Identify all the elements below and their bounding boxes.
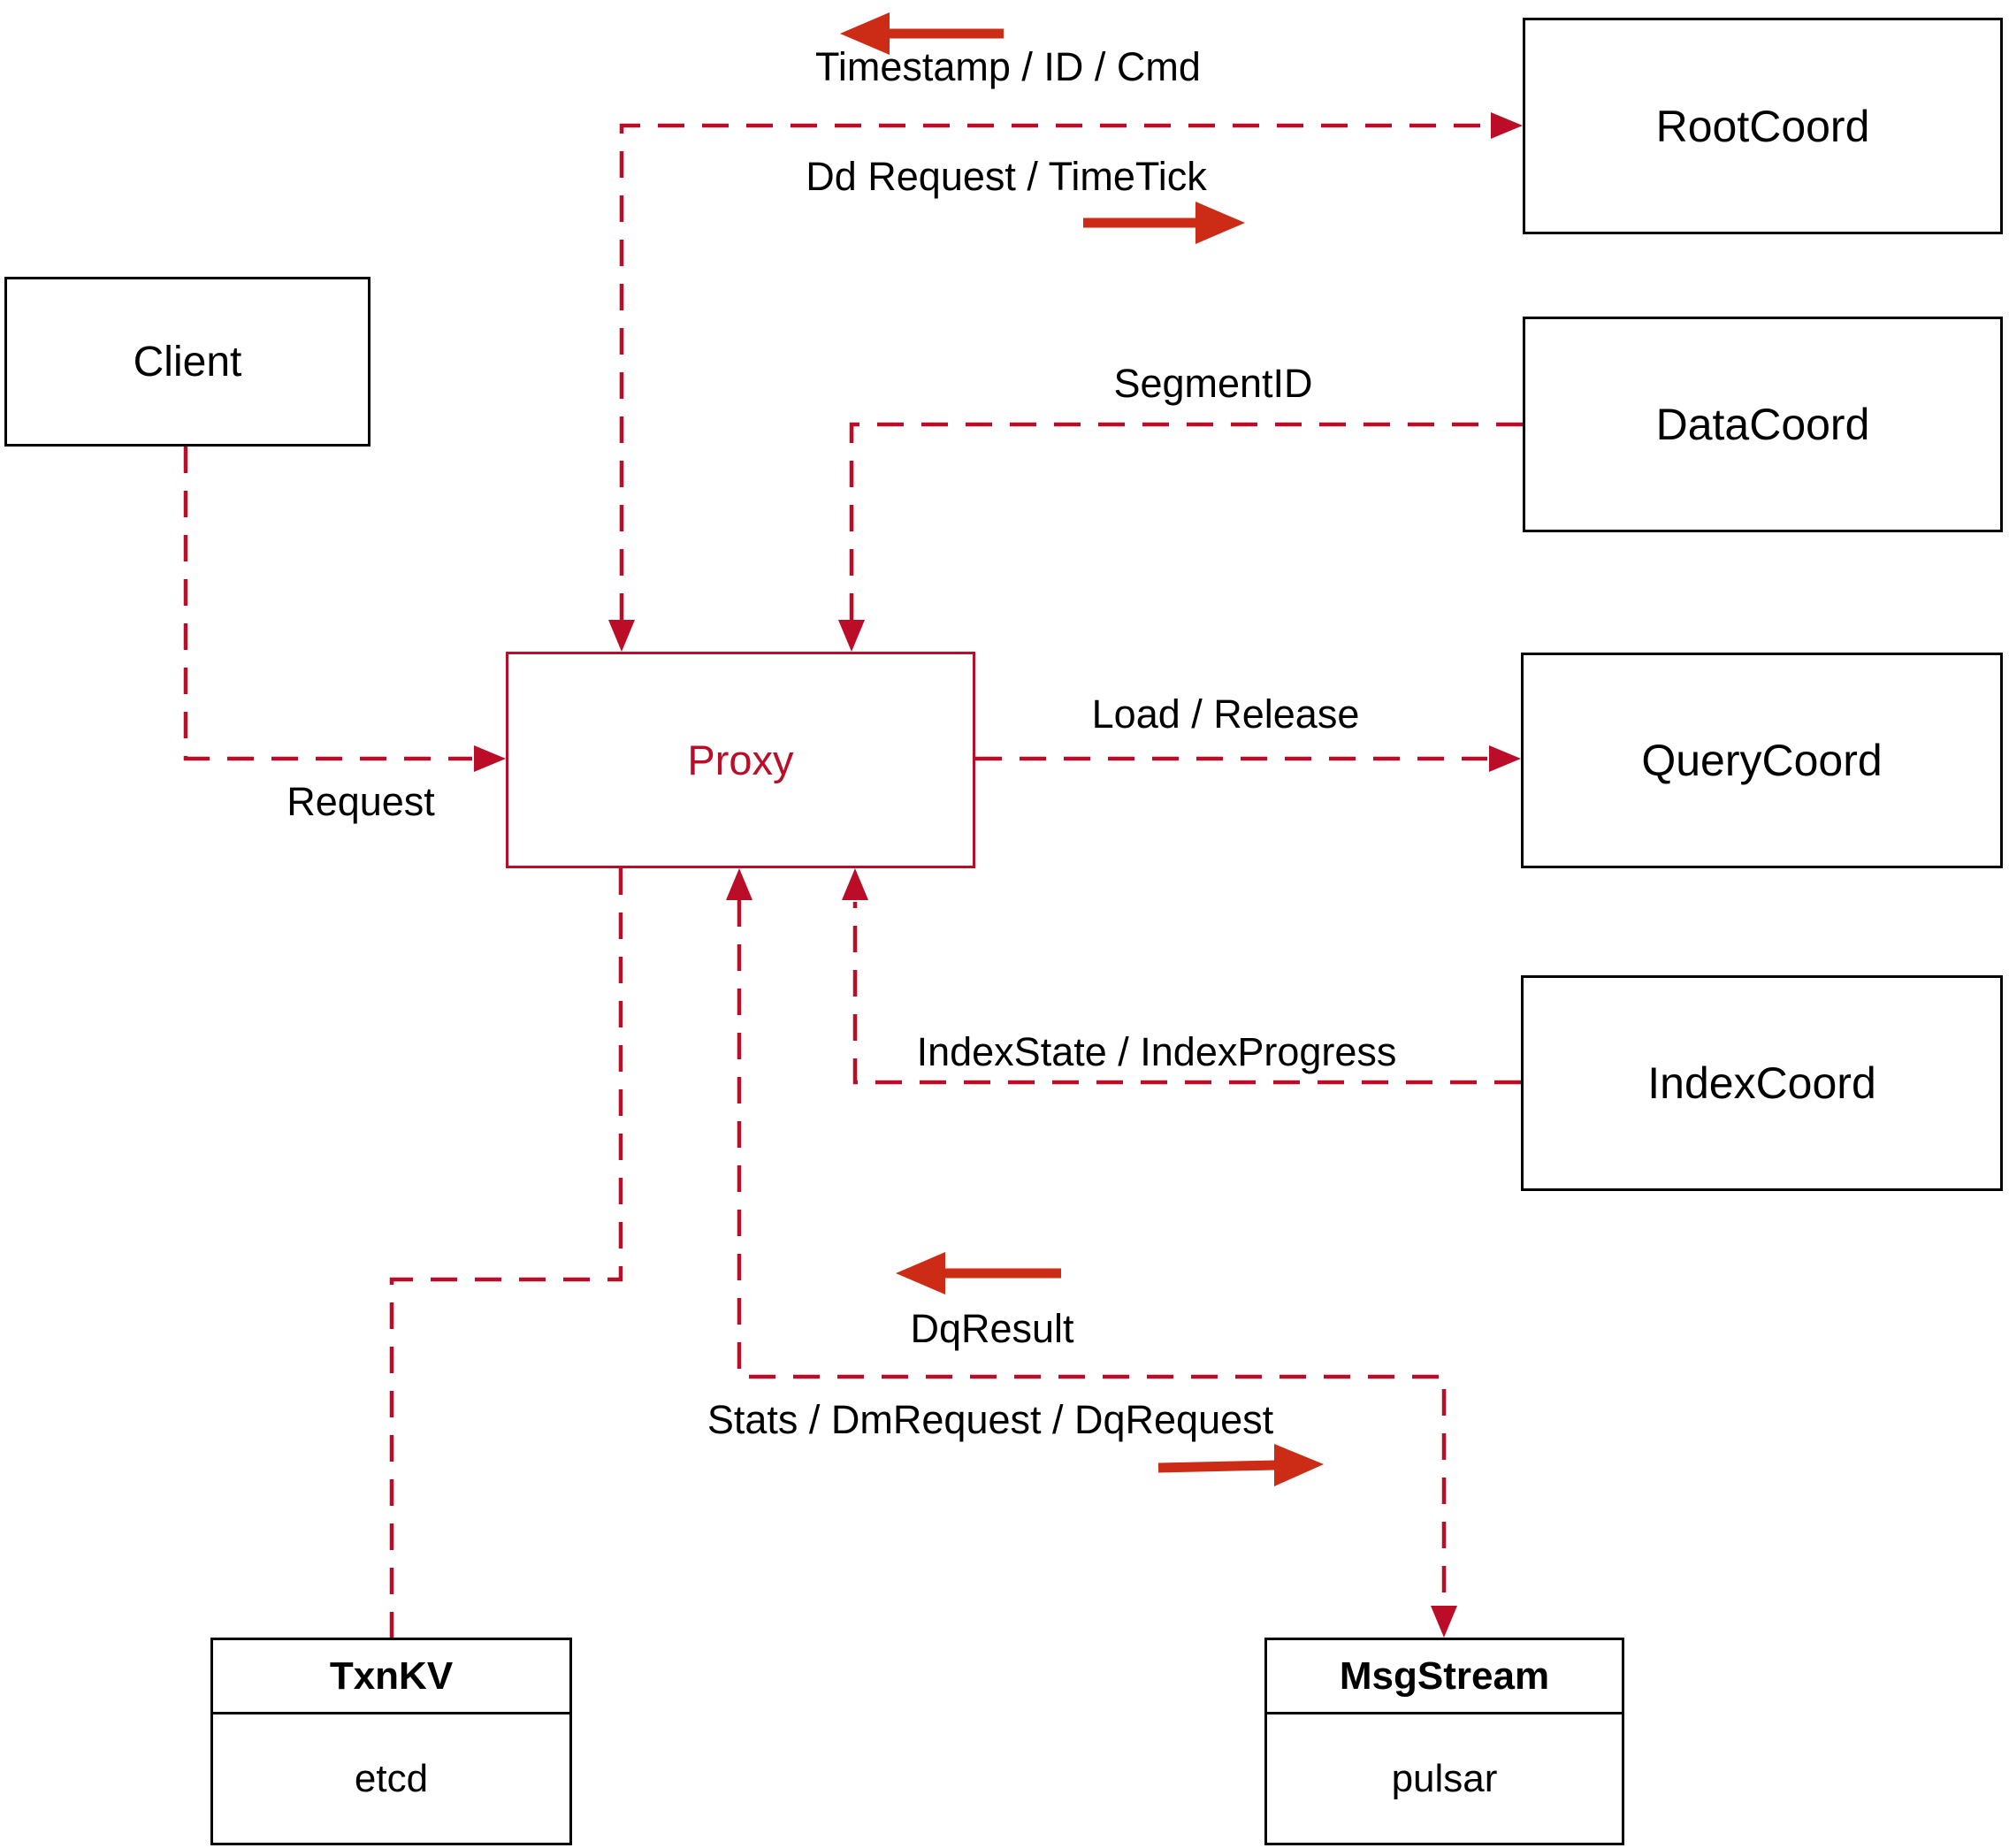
edge-label-segment-id: SegmentID: [1113, 361, 1313, 406]
direction-arrow-timestamp-left: [840, 12, 1004, 55]
node-client: Client: [4, 277, 370, 447]
node-txnkv-subtitle: etcd: [354, 1756, 429, 1800]
node-client-label: Client: [133, 338, 242, 386]
edge-indexcoord-proxy: [852, 902, 1521, 1085]
edge-datacoord-proxy: [849, 422, 1523, 620]
arrowhead-into-proxy-top-right: [838, 620, 865, 652]
direction-arrow-dqrequest-right: [1157, 1444, 1324, 1486]
node-indexcoord: IndexCoord: [1521, 975, 2003, 1191]
edge-label-timestamp: Timestamp / ID / Cmd: [815, 44, 1201, 89]
arrowhead-into-proxy-bottom-right: [842, 868, 868, 900]
node-proxy: Proxy: [506, 652, 975, 868]
edge-label-stats: Stats / DmRequest / DqRequest: [707, 1397, 1274, 1442]
arrowhead-into-rootcoord: [1491, 112, 1523, 139]
edge-proxy-txnkv: [389, 868, 623, 1638]
edge-proxy-msgstream: [737, 900, 1447, 1604]
node-rootcoord: RootCoord: [1523, 18, 2003, 234]
arrowhead-into-proxy-bottom-mid: [726, 868, 752, 900]
edge-label-dd-request: Dd Request / TimeTick: [806, 154, 1207, 199]
node-txnkv-title: TxnKV: [213, 1640, 569, 1714]
node-datacoord: DataCoord: [1523, 317, 2003, 532]
node-msgstream-subtitle: pulsar: [1391, 1756, 1498, 1800]
node-querycoord-label: QueryCoord: [1641, 736, 1883, 785]
arrowhead-into-proxy-left: [474, 745, 506, 772]
edge-label-request: Request: [286, 779, 435, 824]
direction-arrow-ddrequest-right: [1083, 202, 1245, 244]
node-datacoord-label: DataCoord: [1655, 400, 1870, 449]
node-querycoord: QueryCoord: [1521, 653, 2003, 868]
node-proxy-label: Proxy: [687, 737, 794, 783]
node-msgstream: MsgStream pulsar: [1264, 1638, 1624, 1845]
node-txnkv: TxnKV etcd: [210, 1638, 572, 1845]
arrowhead-into-msgstream: [1431, 1606, 1457, 1638]
edge-client-proxy: [183, 447, 472, 761]
arrowhead-into-proxy-top-left: [608, 620, 635, 652]
edge-proxy-rootcoord: [619, 123, 1489, 620]
node-indexcoord-label: IndexCoord: [1647, 1058, 1876, 1108]
node-rootcoord-label: RootCoord: [1655, 101, 1870, 151]
edge-label-load-release: Load / Release: [1091, 691, 1360, 737]
arrowhead-into-querycoord: [1489, 745, 1521, 772]
edge-label-index-state: IndexState / IndexProgress: [916, 1029, 1397, 1074]
edge-label-dq-result: DqResult: [910, 1306, 1074, 1351]
node-msgstream-title: MsgStream: [1267, 1640, 1622, 1714]
direction-arrow-dqresult-left: [896, 1252, 1061, 1294]
